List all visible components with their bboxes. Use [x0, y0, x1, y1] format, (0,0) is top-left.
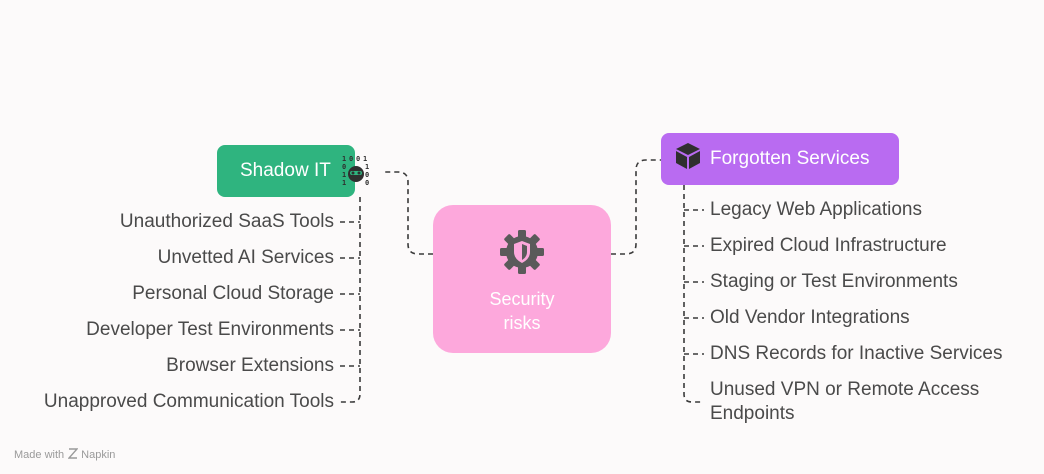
made-with-label: Made with [14, 449, 65, 461]
shadow-it-title: Shadow IT [240, 160, 331, 181]
connector-center-forgotten-services [611, 159, 661, 255]
list-item: DNS Records for Inactive Services [710, 343, 1003, 364]
right-list-spine [683, 185, 704, 403]
svg-text:0: 0 [342, 163, 346, 171]
list-item: Staging or Test Environments [710, 271, 958, 292]
list-item: Browser Extensions [166, 355, 334, 376]
svg-text:1: 1 [342, 155, 346, 163]
list-item: Developer Test Environments [86, 319, 334, 340]
list-item: Expired Cloud Infrastructure [710, 235, 947, 256]
connector-center-shadow-it [383, 171, 433, 255]
svg-text:0: 0 [365, 179, 369, 187]
list-item: Personal Cloud Storage [132, 283, 334, 304]
napkin-brand: Napkin [81, 449, 116, 461]
security-risks-label: Security risks [489, 289, 555, 333]
svg-text:1: 1 [342, 179, 346, 187]
list-item: Unapproved Communication Tools [43, 391, 334, 412]
svg-text:0: 0 [356, 155, 360, 163]
list-item: Unused VPN or Remote Access Endpoints [710, 379, 980, 424]
list-item: Old Vendor Integrations [710, 307, 910, 328]
box-icon [674, 141, 702, 177]
left-list-spine [340, 197, 361, 403]
forgotten-services-node: Forgotten Services [661, 133, 899, 185]
svg-text:0: 0 [365, 171, 369, 179]
security-risks-node: Security risks [433, 205, 611, 353]
svg-text:1: 1 [363, 155, 367, 163]
svg-text:1: 1 [342, 171, 346, 179]
list-item: Unauthorized SaaS Tools [119, 211, 334, 232]
list-item: Legacy Web Applications [710, 199, 922, 220]
list-item: Unvetted AI Services [157, 247, 334, 268]
napkin-logo-icon [67, 448, 79, 462]
shield-gear-icon [498, 228, 546, 281]
svg-text:1: 1 [365, 163, 369, 171]
napkin-watermark: Made with Napkin [14, 448, 115, 462]
svg-text:0: 0 [349, 155, 353, 163]
forgotten-services-title: Forgotten Services [710, 148, 870, 169]
